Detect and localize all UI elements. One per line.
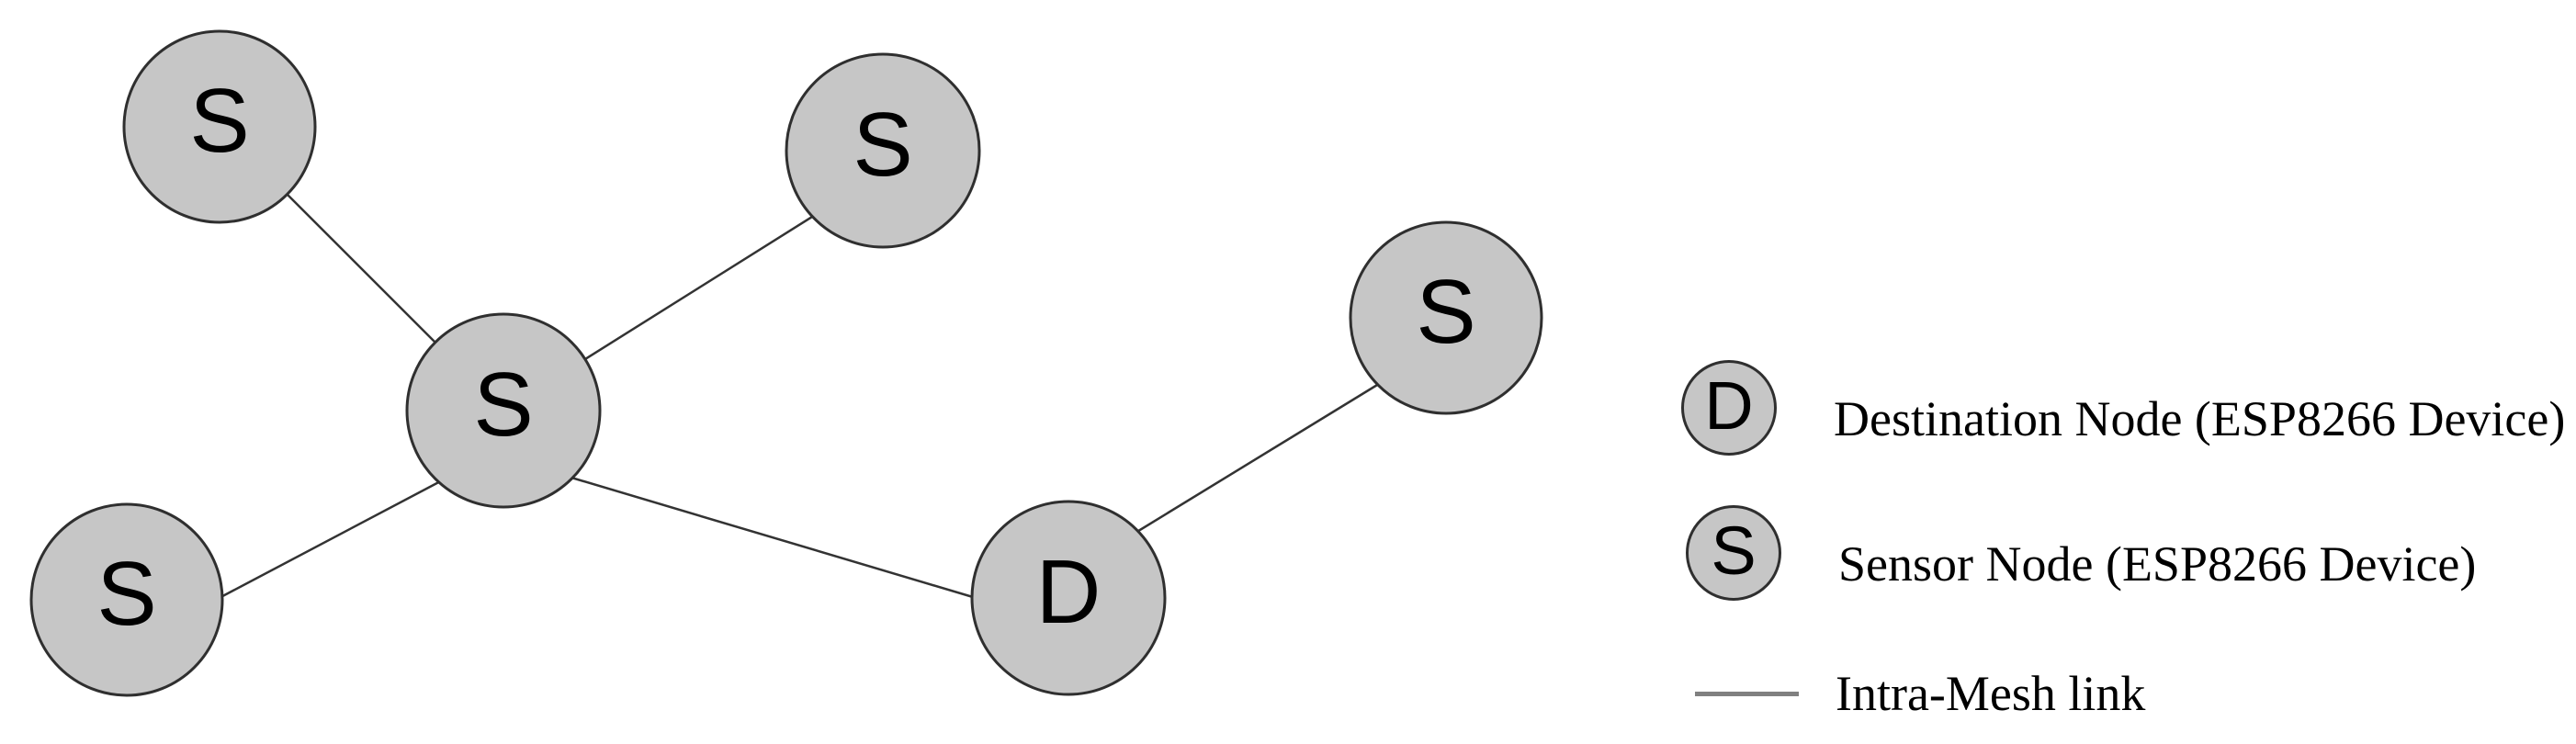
legend-item-destination-node: D Destination Node (ESP8266 Device) [1681, 360, 2565, 456]
intra-mesh-link-sensor-center--destination [561, 473, 983, 602]
node-destination-label: D [1036, 541, 1102, 642]
edges-layer [211, 187, 1387, 603]
node-sensor-top-middle-label: S [853, 94, 912, 195]
intra-mesh-link-destination--sensor-top-right [1130, 378, 1387, 537]
intra-mesh-link-sensor-center--sensor-top-middle [577, 210, 820, 366]
node-sensor-center [405, 312, 602, 509]
node-sensor-bottom-left-label: S [96, 543, 156, 644]
legend-item-intra-mesh-link: Intra-Mesh link [1695, 666, 2146, 721]
nodes-layer: S S S S S D [29, 29, 1543, 697]
sensor-node-symbol: S [1686, 505, 1781, 601]
destination-node-symbol: D [1681, 360, 1777, 456]
legend-item-sensor-node: S Sensor Node (ESP8266 Device) [1686, 505, 2476, 601]
node-sensor-top-middle [785, 52, 981, 249]
sensor-node-symbol-label: S [1711, 513, 1757, 589]
destination-node-legend-label: Destination Node (ESP8266 Device) [1834, 391, 2566, 446]
node-sensor-top-left [122, 29, 317, 224]
intra-mesh-link-legend-label: Intra-Mesh link [1836, 666, 2146, 721]
intra-mesh-link-symbol [1695, 691, 1799, 696]
node-sensor-top-right-label: S [1416, 261, 1475, 362]
destination-node-symbol-label: D [1704, 367, 1754, 444]
node-sensor-top-right [1349, 220, 1543, 415]
node-sensor-center-label: S [473, 354, 533, 455]
node-sensor-top-left-label: S [189, 70, 249, 171]
intra-mesh-link-sensor-top-left--sensor-center [280, 187, 443, 350]
node-destination [970, 500, 1167, 696]
sensor-node-legend-label: Sensor Node (ESP8266 Device) [1838, 536, 2477, 592]
intra-mesh-link-sensor-center--sensor-bottom-left [211, 476, 448, 603]
node-sensor-bottom-left [29, 502, 224, 697]
